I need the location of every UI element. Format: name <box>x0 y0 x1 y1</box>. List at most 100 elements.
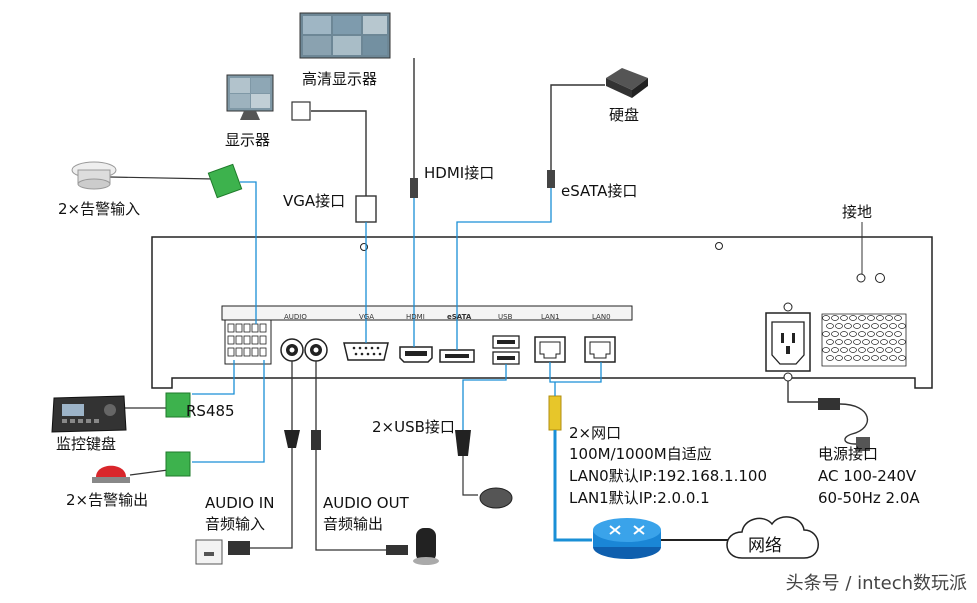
rs485-link <box>192 360 235 395</box>
label-audio-in-2: 音频输入 <box>205 515 266 533</box>
vent-hole <box>867 331 875 337</box>
alarm-out-terminal <box>165 451 191 477</box>
esata-link <box>456 188 552 350</box>
lan-cable <box>553 430 592 542</box>
vent-hole <box>853 339 861 345</box>
hd-monitor-icon <box>299 12 391 59</box>
vent-hole <box>867 347 875 353</box>
label-audio-in-1: AUDIO IN <box>205 494 275 512</box>
power-plug-end <box>856 437 870 451</box>
vent-hole <box>858 315 866 321</box>
vent-hole <box>853 323 861 329</box>
lan0-port <box>584 336 616 363</box>
label-net-speed: 100M/1000M自适应 <box>569 445 712 463</box>
label-ground: 接地 <box>842 203 873 221</box>
audio-in-plug <box>284 430 300 448</box>
label-esata-port: eSATA接口 <box>561 182 638 200</box>
vent-hole <box>844 339 852 345</box>
router-icon <box>593 518 661 559</box>
label-audio-out-2: 音频输出 <box>323 515 384 533</box>
lan1-port <box>534 336 566 363</box>
vent-hole <box>835 339 843 345</box>
vent-hole <box>822 347 830 353</box>
vent-hole <box>862 355 870 361</box>
label-vga-port: VGA接口 <box>283 192 346 210</box>
ground-screw <box>856 273 866 283</box>
label-power-title: 电源接口 <box>818 445 879 463</box>
vent-hole <box>889 323 897 329</box>
screw-hole <box>875 273 885 283</box>
vent-hole <box>876 331 884 337</box>
panel-label-esata: eSATA <box>447 313 472 321</box>
vent-hole <box>844 323 852 329</box>
label-monitor: 显示器 <box>225 131 271 149</box>
panel-label-lan0: LAN0 <box>592 313 611 321</box>
audio-out-jack <box>386 545 408 555</box>
vent-hole <box>876 315 884 321</box>
vent-hole <box>885 315 893 321</box>
esata-plug <box>547 170 555 188</box>
panel-label-lan1: LAN1 <box>541 313 560 321</box>
vent-hole <box>826 339 834 345</box>
audio-in-wire <box>248 448 293 549</box>
vent-hole <box>894 331 902 337</box>
label-net-title: 2×网口 <box>569 424 622 442</box>
vent-hole <box>894 315 902 321</box>
label-rs485: RS485 <box>186 402 235 420</box>
vent-holes <box>822 315 906 361</box>
label-keyboard: 监控键盘 <box>56 435 117 453</box>
power-plug <box>818 398 840 410</box>
vent-hole <box>871 355 879 361</box>
vent-hole <box>831 315 839 321</box>
vent-hole <box>853 355 861 361</box>
cloud-icon <box>726 516 819 559</box>
screw-hole <box>715 242 723 250</box>
usb-link <box>462 364 507 430</box>
panel-label-vga: VGA <box>359 313 375 321</box>
power-inlet <box>765 302 811 382</box>
surveillance-keyboard-icon <box>51 395 127 433</box>
vent-hole <box>885 331 893 337</box>
microphone-box-icon <box>195 539 223 565</box>
panel-label-usb: USB <box>498 313 513 321</box>
vent-hole <box>898 339 906 345</box>
vent-hole <box>840 331 848 337</box>
panel-label-audio: AUDIO <box>284 313 307 321</box>
vent-hole <box>894 347 902 353</box>
panel-label-hdmi: HDMI <box>406 313 425 321</box>
alarm-out-wire <box>129 469 169 476</box>
ventilation-grid <box>821 313 907 367</box>
alarm-in-link <box>240 181 257 324</box>
label-hdmi-port: HDMI接口 <box>424 164 495 182</box>
label-hdd: 硬盘 <box>609 106 640 124</box>
vent-hole <box>826 323 834 329</box>
power-cord <box>839 403 869 445</box>
lan-bridge <box>549 362 602 383</box>
hdmi-plug <box>410 178 418 198</box>
vga-cable-upper <box>311 110 367 196</box>
vent-hole <box>867 315 875 321</box>
vent-hole <box>840 315 848 321</box>
vga-plug-top <box>291 101 311 121</box>
vga-plug <box>355 195 377 223</box>
vga-port <box>343 342 389 361</box>
alarm-out-link <box>192 360 265 463</box>
vent-hole <box>826 355 834 361</box>
label-audio-out-1: AUDIO OUT <box>323 494 409 512</box>
label-hd-monitor: 高清显示器 <box>302 70 378 88</box>
vent-hole <box>885 347 893 353</box>
mouse-icon <box>479 487 513 509</box>
vent-hole <box>876 347 884 353</box>
label-lan0-ip: LAN0默认IP:192.168.1.100 <box>569 467 767 485</box>
vent-hole <box>862 323 870 329</box>
hdmi-port <box>399 346 433 363</box>
vent-hole <box>822 315 830 321</box>
vent-hole <box>844 355 852 361</box>
vent-hole <box>889 339 897 345</box>
vent-hole <box>871 323 879 329</box>
audio-out-plug <box>311 430 321 450</box>
vent-hole <box>835 323 843 329</box>
hard-disk-icon <box>606 68 648 98</box>
usb-plug <box>455 430 471 456</box>
